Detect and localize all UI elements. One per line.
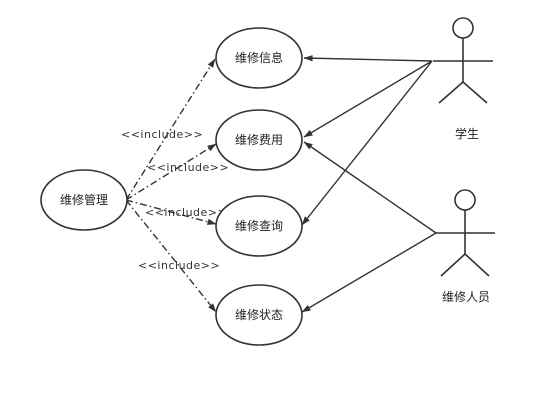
include-label-query: <<include>> — [145, 206, 227, 219]
actor-repairer[interactable]: 维修人员 — [436, 189, 495, 304]
stick-figure-icon — [436, 189, 495, 277]
student-to-info — [303, 55, 433, 62]
use-case-cost-label: 维修费用 — [235, 132, 283, 147]
include-edge-info — [125, 58, 216, 201]
use-case-cost[interactable]: 维修费用 — [215, 109, 303, 171]
use-case-status[interactable]: 维修状态 — [215, 284, 303, 346]
include-edge-cost — [125, 143, 217, 201]
include-label-cost: <<include>> — [147, 161, 229, 174]
use-case-manage-label: 维修管理 — [60, 192, 108, 207]
use-case-query[interactable]: 维修查询 — [215, 195, 303, 257]
use-case-status-label: 维修状态 — [235, 307, 283, 322]
include-label-status: <<include>> — [138, 259, 220, 272]
use-case-info-label: 维修信息 — [235, 50, 283, 65]
include-dependencies — [125, 58, 217, 313]
actor-associations — [301, 55, 437, 313]
student-to-query — [301, 60, 433, 226]
actor-student-label: 学生 — [455, 126, 479, 141]
use-case-manage[interactable]: 维修管理 — [40, 169, 128, 231]
include-edge-status — [125, 199, 217, 313]
repairer-to-cost — [303, 141, 437, 234]
use-case-query-label: 维修查询 — [235, 218, 283, 233]
actor-student[interactable]: 学生 — [433, 17, 493, 141]
stick-figure-icon — [433, 17, 493, 104]
student-to-cost — [303, 60, 433, 138]
include-edge-query — [125, 199, 217, 225]
include-label-info: <<include>> — [121, 128, 203, 141]
actor-repairer-label: 维修人员 — [442, 289, 490, 304]
include-labels: <<include>> <<include>> <<include>> <<in… — [121, 128, 229, 272]
repairer-to-status — [301, 232, 437, 313]
use-case-info[interactable]: 维修信息 — [215, 27, 303, 89]
